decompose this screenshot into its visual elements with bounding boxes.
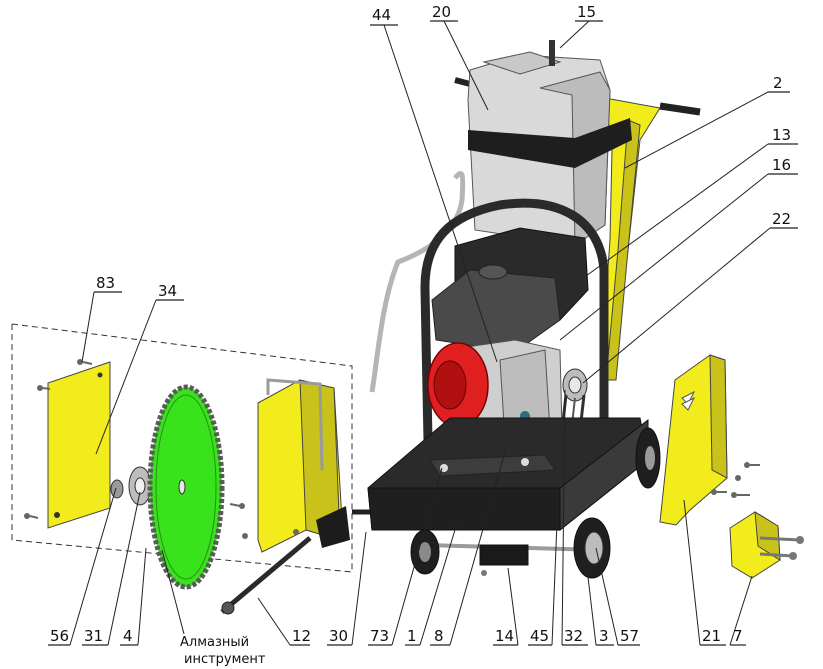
part-number-56: 56 [50, 627, 69, 645]
part-number-7: 7 [733, 627, 743, 645]
flange-nut [110, 479, 124, 499]
part-number-16: 16 [772, 156, 791, 174]
part-number-45: 45 [530, 627, 549, 645]
part-number-44: 44 [372, 6, 391, 24]
part-number-30: 30 [329, 627, 348, 645]
part-number-2: 2 [773, 74, 783, 92]
blade-label-line1: Алмазный [180, 635, 249, 650]
part-number-22: 22 [772, 210, 791, 228]
wheel-right [573, 517, 611, 579]
part-number-20: 20 [432, 3, 451, 21]
engine-roll-bar [420, 198, 609, 441]
blade-assembly-group-box [11, 323, 353, 573]
wheel-left [410, 529, 440, 575]
part-number-73: 73 [370, 627, 389, 645]
part-labels: 44 20 15 2 13 16 22 83 34 56 31 4 12 30 … [50, 3, 791, 667]
side-guard-plate [659, 354, 728, 526]
part-number-13: 13 [772, 126, 791, 144]
base-carriage [367, 417, 649, 532]
blade-flange [128, 466, 152, 506]
fasteners-left [24, 359, 93, 519]
cover-plate [47, 361, 111, 529]
water-tank [369, 40, 632, 393]
part-number-31: 31 [84, 627, 103, 645]
depth-block [479, 544, 529, 576]
part-number-3: 3 [599, 627, 609, 645]
handle-frame [454, 77, 701, 381]
part-number-1: 1 [407, 627, 417, 645]
fasteners-right [711, 462, 760, 498]
leader-lines [48, 20, 798, 646]
blade-label-line2: инструмент [184, 652, 266, 667]
diamond-blade [147, 384, 225, 590]
part-number-21: 21 [702, 627, 721, 645]
part-number-14: 14 [495, 627, 514, 645]
part-number-4: 4 [123, 627, 133, 645]
water-clamp-block [729, 511, 804, 579]
part-number-83: 83 [96, 274, 115, 292]
part-number-12: 12 [292, 627, 311, 645]
guard-lever [220, 536, 312, 615]
part-number-32: 32 [564, 627, 583, 645]
part-number-57: 57 [620, 627, 639, 645]
blade-guard [229, 378, 350, 553]
front-wheel [635, 427, 661, 489]
part-number-8: 8 [434, 627, 444, 645]
part-number-15: 15 [577, 3, 596, 21]
part-number-34: 34 [158, 282, 177, 300]
